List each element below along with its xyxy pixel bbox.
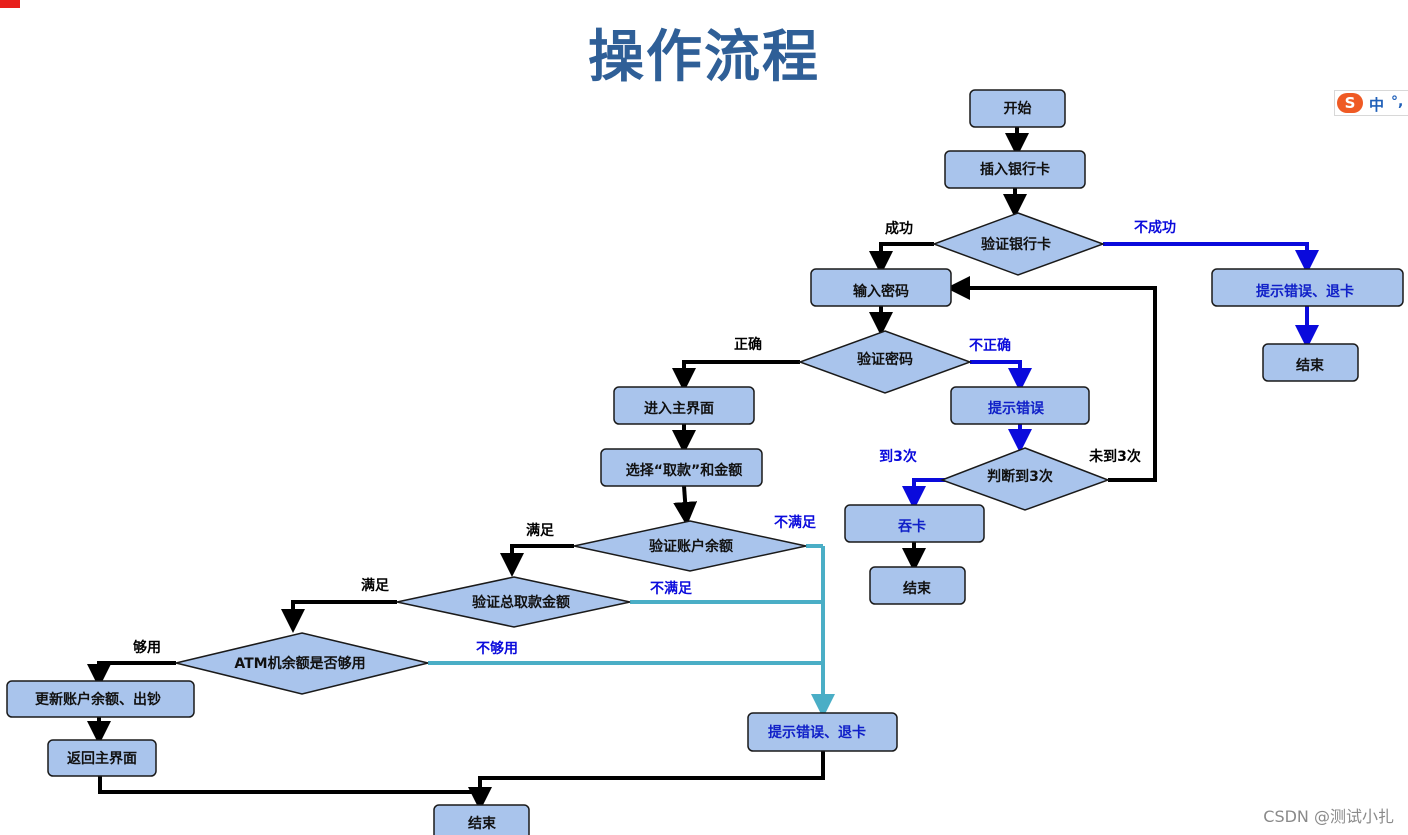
svg-text:结束: 结束 [903, 580, 932, 597]
edge-choose-balance [673, 485, 698, 526]
edge-error-end [478, 751, 825, 799]
svg-text:返回主界面: 返回主界面 [67, 750, 137, 767]
ime-toolbar[interactable]: S 中 °, [1334, 90, 1408, 116]
edge-card-ok [869, 242, 934, 275]
label-card-fail: 不成功 [1134, 219, 1176, 236]
svg-text:提示错误: 提示错误 [988, 400, 1045, 417]
ime-punct[interactable]: °, [1391, 94, 1404, 110]
node-error-eject: 提示错误、退卡 [747, 712, 898, 752]
node-insert-card: 插入银行卡 [944, 150, 1086, 189]
edge-pwd-ok [672, 360, 800, 392]
node-start: 开始 [969, 89, 1066, 128]
svg-text:开始: 开始 [1004, 100, 1032, 117]
svg-text:吞卡: 吞卡 [898, 518, 926, 535]
label-total-ok: 满足 [361, 577, 390, 594]
node-verify-balance: 验证账户余额 [573, 520, 807, 572]
node-verify-total: 验证总取款金额 [396, 576, 631, 628]
node-swallow-card: 吞卡 [844, 504, 985, 543]
svg-text:结束: 结束 [468, 815, 497, 832]
watermark: CSDN @测试小扎 [1263, 807, 1394, 826]
node-choose-withdraw: 选择“取款”和金额 [600, 448, 763, 487]
svg-text:输入密码: 输入密码 [853, 283, 909, 300]
svg-text:验证银行卡: 验证银行卡 [981, 236, 1051, 253]
ime-mode[interactable]: 中 [1369, 96, 1385, 114]
node-back-main: 返回主界面 [47, 739, 157, 777]
svg-text:选择“取款”和金额: 选择“取款”和金额 [626, 462, 742, 479]
node-atm-check: ATM机余额是否够用 [175, 632, 429, 695]
svg-text:验证总取款金额: 验证总取款金额 [472, 594, 570, 611]
svg-text:验证账户余额: 验证账户余额 [649, 538, 733, 555]
label-total-fail: 不满足 [650, 580, 693, 597]
node-enter-password: 输入密码 [810, 268, 952, 307]
edge-bal-ok [500, 544, 574, 577]
label-pwd-ok: 正确 [734, 336, 762, 353]
node-password-error: 提示错误 [950, 386, 1090, 425]
node-card-error: 提示错误、退卡 [1211, 268, 1404, 307]
edge-not3 [946, 276, 1157, 482]
node-verify-password: 验证密码 [797, 330, 973, 394]
node-update-balance: 更新账户余额、出钞 [6, 680, 195, 718]
svg-text:插入银行卡: 插入银行卡 [980, 161, 1050, 178]
node-verify-card: 验证银行卡 [931, 212, 1106, 276]
label-bal-fail: 不满足 [774, 514, 817, 531]
svg-text:判断到3次: 判断到3次 [987, 468, 1053, 485]
label-card-ok: 成功 [885, 220, 913, 237]
page-title: 操作流程 [588, 25, 820, 90]
label-atm-ok: 够用 [132, 639, 161, 656]
ime-logo-icon: S [1337, 93, 1363, 113]
edge-atm-ok [87, 661, 176, 688]
label-not3: 未到3次 [1089, 448, 1141, 465]
label-reach3: 到3次 [879, 448, 917, 465]
svg-text:结束: 结束 [1296, 357, 1325, 374]
edge-card-fail [1103, 242, 1319, 274]
svg-text:ATM机余额是否够用: ATM机余额是否够用 [234, 655, 365, 672]
svg-text:提示错误、退卡: 提示错误、退卡 [768, 724, 866, 741]
node-main-menu: 进入主界面 [613, 386, 755, 425]
node-end-final: 结束 [433, 804, 530, 835]
label-pwd-fail: 不正确 [969, 337, 1011, 354]
edge-pwd-fail [970, 360, 1032, 392]
edge-back-end [98, 776, 492, 811]
corner-mark [0, 0, 20, 8]
label-bal-ok: 满足 [526, 522, 555, 539]
node-end-swallow: 结束 [869, 566, 966, 605]
node-end-card: 结束 [1262, 343, 1359, 382]
svg-text:进入主界面: 进入主界面 [644, 400, 714, 417]
edge-total-ok [281, 600, 397, 633]
label-atm-fail: 不够用 [476, 640, 518, 657]
svg-text:验证密码: 验证密码 [857, 351, 913, 368]
svg-text:更新账户余额、出钞: 更新账户余额、出钞 [35, 691, 161, 708]
node-judge-3: 判断到3次 [939, 447, 1111, 511]
svg-text:提示错误、退卡: 提示错误、退卡 [1256, 283, 1354, 300]
